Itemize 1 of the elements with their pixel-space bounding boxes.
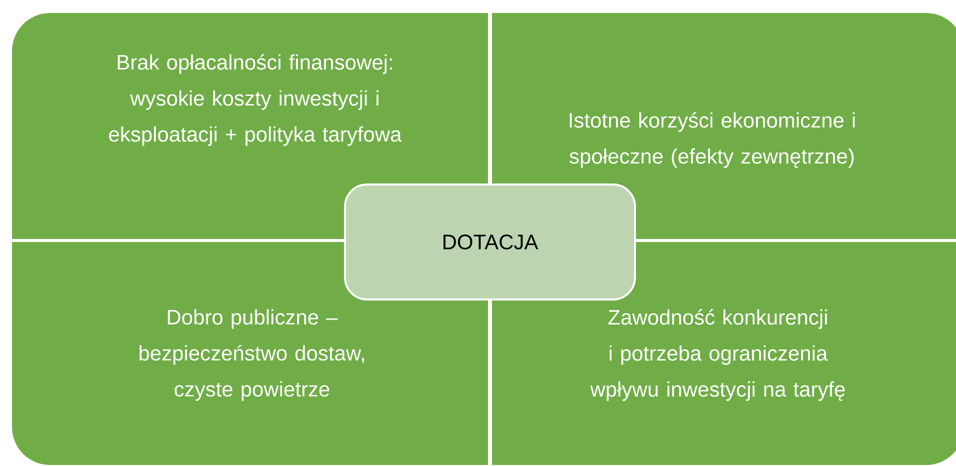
- centre-box: DOTACJA: [344, 184, 636, 300]
